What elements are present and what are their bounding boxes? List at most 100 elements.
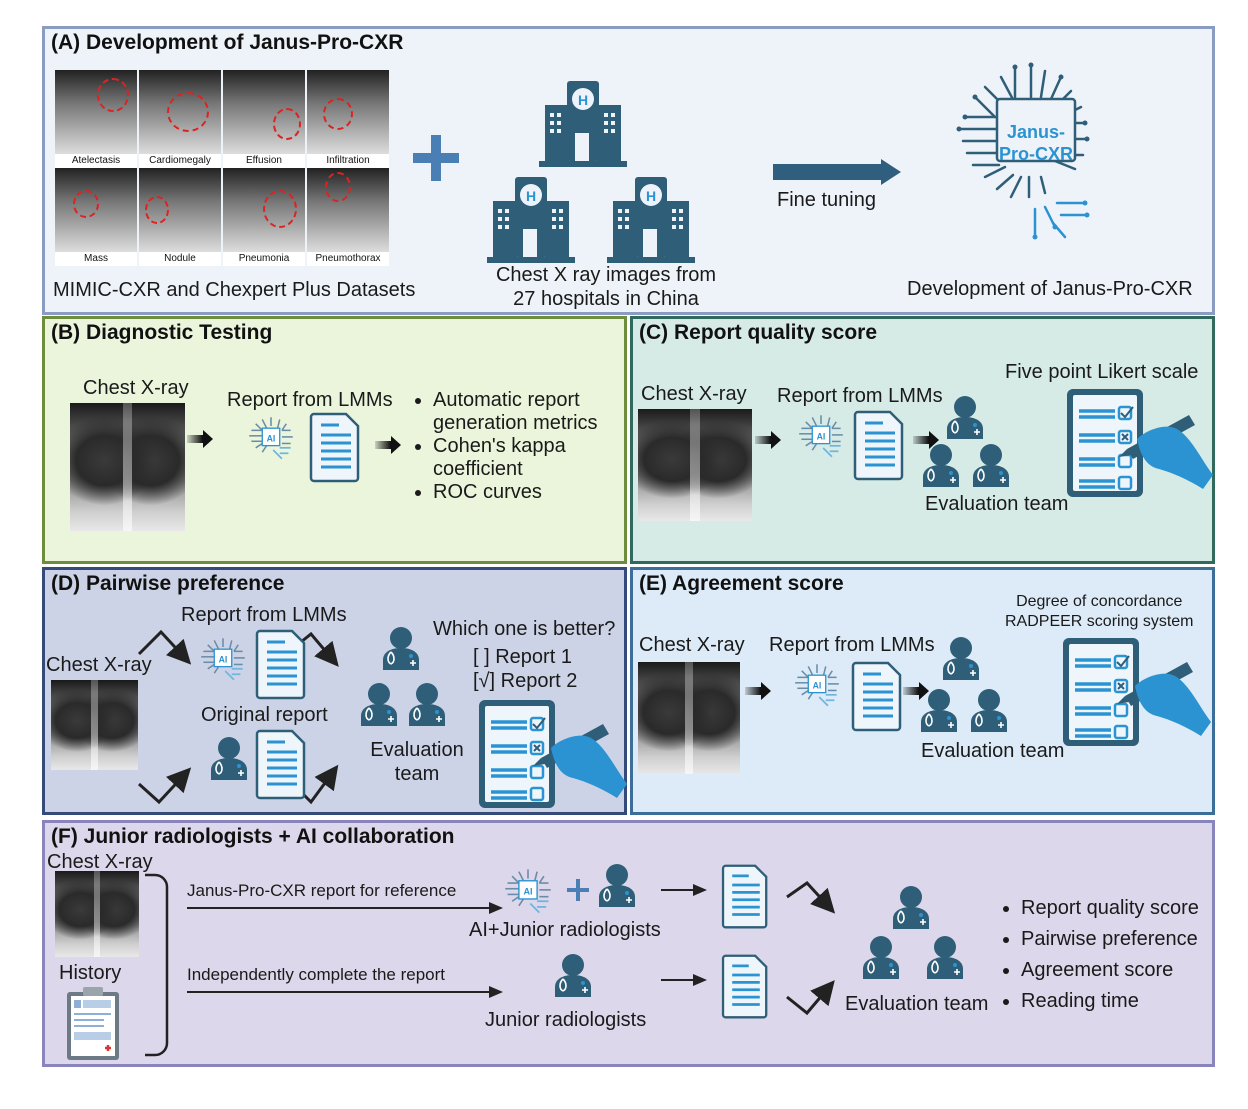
flow-arrows (786, 881, 836, 1016)
scale-label-line1: Degree of concordance (1016, 593, 1183, 610)
doctor-icon (922, 443, 960, 488)
option-report-2: [√] Report 2 (473, 670, 578, 692)
path1-arrow (187, 902, 503, 914)
svg-text:AI: AI (219, 654, 228, 664)
plus-icon (413, 135, 459, 181)
panel-a-title: (A) Development of Janus-Pro-CXR (51, 31, 404, 54)
panel-f: (F) Junior radiologists + AI collaborati… (42, 820, 1215, 1067)
panel-e: (E) Agreement score Chest X-ray Report f… (630, 567, 1215, 815)
circuit-brain-icon (956, 62, 1090, 240)
ai-brain-icon: AI (248, 416, 294, 460)
model-chip-line1: Janus- (1006, 122, 1066, 142)
outcome-item: Agreement score (1021, 955, 1199, 986)
chest-xray-image (638, 662, 740, 774)
panel-b: (B) Diagnostic Testing Chest X-ray Repor… (42, 316, 627, 564)
outcomes-list: Report quality score Pairwise preference… (999, 893, 1199, 1017)
svg-text:AI: AI (267, 433, 276, 443)
svg-text:H: H (526, 188, 536, 204)
development-label: Development of Janus-Pro-CXR (907, 278, 1193, 300)
ai-brain-icon: AI (798, 414, 844, 458)
ai-brain-icon: AI (200, 637, 246, 681)
caption-pneumothorax: Pneumothorax (307, 252, 389, 266)
plus-icon (567, 879, 589, 901)
thumbnail-pneumothorax (307, 168, 389, 252)
team-label-line1: Evaluation (370, 739, 464, 761)
panel-f-title: (F) Junior radiologists + AI collaborati… (51, 825, 455, 848)
doctor-icon (942, 636, 980, 681)
junior-report-document-icon (721, 954, 768, 1019)
outcome-item: Pairwise preference (1021, 924, 1199, 955)
metric-item: Automatic report generation metrics (433, 389, 624, 435)
fine-tuning-label: Fine tuning (777, 189, 876, 211)
arrow-to-lmm (137, 629, 192, 665)
xray-label: Chest X-ray (639, 634, 745, 656)
question-label: Which one is better? (433, 618, 616, 640)
panel-d: (D) Pairwise preference Chest X-ray Repo… (42, 567, 627, 815)
caption-effusion: Effusion (223, 154, 305, 168)
report-label: Report from LMMs (769, 634, 935, 656)
panel-d-title: (D) Pairwise preference (51, 572, 285, 595)
outcome-item: Report quality score (1021, 893, 1199, 924)
arrow-icon (745, 682, 771, 700)
arrow-icon (661, 974, 707, 986)
hospitals-label: Chest X ray images from 27 hospitals in … (481, 263, 731, 311)
chest-xray-image (638, 409, 752, 521)
outcome-item: Reading time (1021, 986, 1199, 1017)
team-label: Evaluation team (845, 993, 989, 1015)
panel-b-title: (B) Diagnostic Testing (51, 321, 273, 344)
path2-arrow (187, 986, 503, 998)
arrow-icon (661, 884, 707, 896)
hospital-buildings-icon: H H H (487, 81, 695, 263)
doctor-icon (360, 682, 398, 727)
doctor-icon (210, 736, 248, 781)
report-label: Report from LMMs (181, 604, 347, 626)
ai-brain-icon: AI (794, 663, 840, 707)
original-report-label: Original report (201, 704, 328, 726)
thumbnail-infiltration (307, 70, 389, 154)
chest-xray-image (51, 680, 138, 770)
history-label: History (59, 962, 122, 984)
report-label: Report from LMMs (227, 389, 393, 411)
doctor-icon (554, 953, 592, 998)
caption-atelectasis: Atelectasis (55, 154, 137, 168)
arrow-icon (375, 436, 401, 454)
path1-label: Janus-Pro-CXR report for reference (187, 881, 457, 900)
doctor-icon (598, 863, 636, 908)
scale-label: Five point Likert scale (1005, 361, 1199, 383)
doctor-icon (408, 682, 446, 727)
doctor-icon (382, 626, 420, 671)
scale-label: Degree of concordance RADPEER scoring sy… (1005, 592, 1194, 632)
hospitals-label-line1: Chest X ray images from (495, 264, 717, 286)
team-label-line2: team (394, 763, 440, 785)
writing-hand-icon (533, 724, 627, 798)
hospital-badge: H (578, 92, 588, 108)
fine-tuning-arrow-icon (773, 159, 901, 185)
ai-junior-label: AI+Junior radiologists (469, 919, 661, 941)
metric-item: Cohen's kappa coefficient (433, 435, 624, 481)
thumbnail-cardiomegaly (139, 70, 221, 154)
doctor-icon (946, 395, 984, 440)
datasets-label: MIMIC-CXR and Chexpert Plus Datasets (53, 279, 416, 301)
report-document-icon (255, 629, 306, 700)
doctor-icon (920, 688, 958, 733)
caption-mass: Mass (55, 252, 137, 266)
report-label: Report from LMMs (777, 385, 943, 407)
doctor-icon (972, 443, 1010, 488)
option-report-1: [ ] Report 1 (473, 646, 572, 668)
team-label: Evaluation team (357, 738, 477, 786)
arrow-to-original (137, 767, 192, 805)
svg-text:AI: AI (523, 886, 532, 896)
team-label: Evaluation team (925, 493, 1069, 515)
xray-label: Chest X-ray (47, 851, 153, 873)
doctor-icon (926, 935, 964, 980)
panel-e-title: (E) Agreement score (639, 572, 844, 595)
thumbnail-pneumonia (223, 168, 305, 252)
caption-nodule: Nodule (139, 252, 221, 266)
report-document-icon (853, 410, 904, 481)
chest-xray-image (70, 403, 185, 531)
thumbnail-mass (55, 168, 137, 252)
svg-text:H: H (646, 188, 656, 204)
ai-brain-icon: AI (504, 868, 552, 914)
hospitals-label-line2: 27 hospitals in China (513, 288, 699, 310)
panel-a: (A) Development of Janus-Pro-CXR Atelect… (42, 26, 1215, 315)
